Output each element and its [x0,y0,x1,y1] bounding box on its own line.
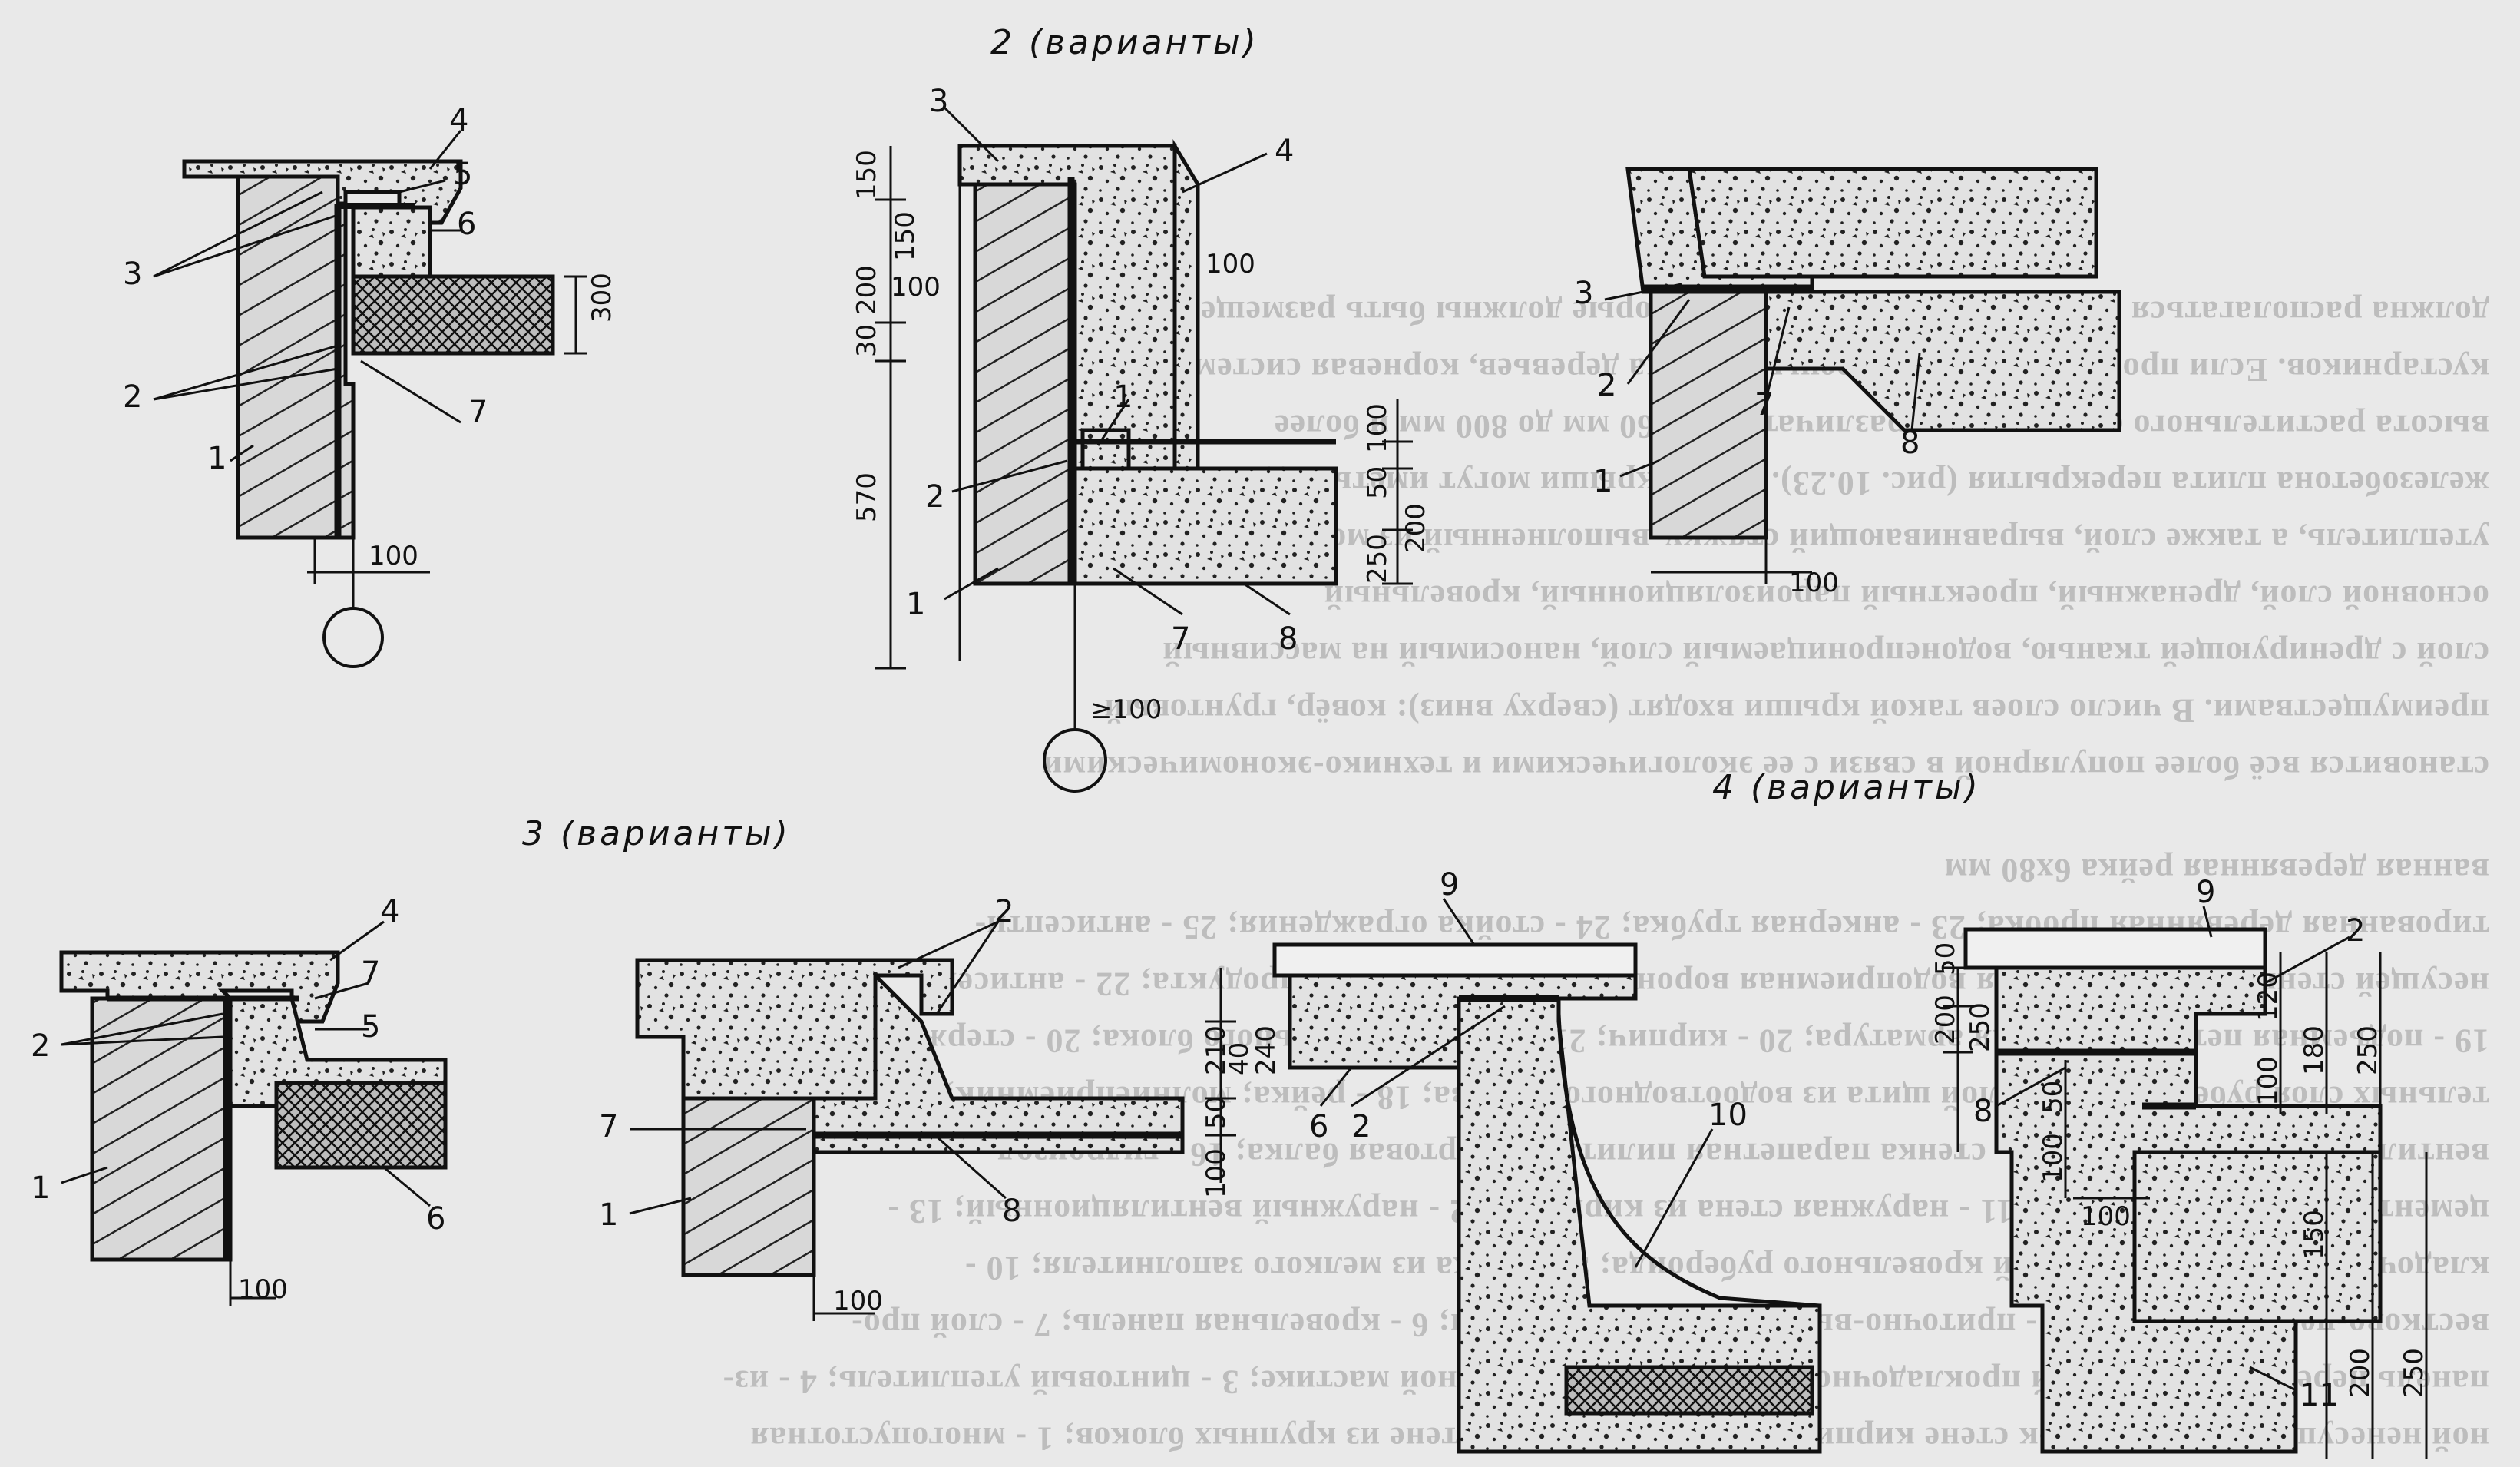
dimension-label: 40 [1224,1042,1255,1075]
detail-5-variant [629,920,1236,1321]
dimension-label: 250 [1362,534,1393,584]
dimension-label: 50 [2038,1081,2069,1114]
detail-3-labels: 3 2 7 1 8 [1574,276,1920,499]
dimension-label: 150 [852,150,882,200]
dimension-label: 200 [2345,1348,2376,1398]
callout-label: 8 [1900,426,1920,461]
detail-2-parapet-variant [875,106,1413,793]
callout-label: 6 [426,1201,445,1237]
detail-1-labels: 4 5 6 3 2 7 1 [123,103,488,476]
callout-label: 1 [31,1171,50,1206]
dimension-label: 100 [1789,568,1839,598]
callout-label: 9 [2196,875,2215,910]
callout-label: 2 [1351,1109,1371,1144]
dimension-label: ≥100 [1090,694,1162,725]
callout-label: 3 [123,257,142,292]
dimension-label: 250 [2399,1348,2429,1398]
dimension-label: 100 [1201,1148,1232,1198]
title-variant-4: 4 (варианты) [1712,768,1981,807]
callout-label: 4 [1275,134,1294,169]
callout-label: 10 [1708,1098,1748,1133]
callout-label: 5 [361,1009,380,1045]
detail-7-variant [1943,906,2428,1459]
detail-7-labels: 9 2 8 11 [1973,875,2365,1413]
dimension-label: 100 [2081,1201,2131,1232]
detail-5-labels: 2 7 1 8 [599,894,1021,1233]
dimension-label: 100 [833,1286,883,1316]
detail-2-labels: 3 4 100 1 1 2 7 8 [906,84,1298,657]
callout-label: 7 [599,1109,618,1144]
callout-label: 1 [599,1197,618,1233]
callout-label: 6 [457,207,476,242]
dimension-label: 100 [238,1274,288,1305]
detail-6-variant [1272,898,1822,1454]
dimension-label: 100 [2253,1056,2284,1106]
dimension-label: 100 [1362,403,1393,453]
dimension-label: 200 [1930,995,1961,1045]
dimension-label: 250 [2353,1025,2383,1075]
detail-4-labels: 4 7 5 2 1 6 [31,894,445,1237]
dimension-label: 100 [891,272,941,303]
dimension-label: 210 [1201,1025,1232,1075]
detail-1-parapet-joint [153,130,587,668]
callout-label: 8 [1973,1094,1993,1129]
dimension-label: 150 [2299,1210,2330,1260]
callout-label: 7 [468,395,488,430]
callout-label: 2 [925,479,944,515]
callout-label: 5 [453,157,472,192]
detail-6-labels: 9 6 2 10 [1309,867,1748,1144]
callout-label: 1 [1113,379,1133,415]
callout-label: 100 [1205,249,1255,280]
dimension-label: 100 [2038,1133,2069,1183]
dimension-label: 240 [1251,1025,1281,1075]
callout-label: 4 [449,103,468,138]
callout-label: 2 [1597,368,1616,403]
callout-label: 1 [1593,464,1612,499]
dimension-label: 120 [2253,972,2284,1022]
dimension-label: 150 [890,211,921,261]
callout-label: 8 [1278,621,1298,657]
dimension-label: 50 [1930,942,1961,975]
callout-label: 9 [1440,867,1459,902]
dimension-label: 200 [852,265,882,315]
callout-label: 6 [1309,1109,1328,1144]
callout-label: 11 [2300,1378,2339,1413]
callout-label: 7 [1171,621,1190,657]
dimension-label: 50 [1362,466,1393,499]
dimension-label: 100 [369,541,418,571]
callout-label: 2 [123,379,142,415]
callout-label: 3 [929,84,948,119]
dimension-label: 200 [1401,503,1431,553]
detail-3-parapet-variant [1604,167,2121,584]
callout-label: 2 [994,894,1014,929]
callout-label: 8 [1002,1194,1021,1229]
callout-label: 2 [2346,913,2365,949]
callout-label: 4 [380,894,399,929]
callout-label: 1 [906,587,925,622]
dimension-label: 570 [852,472,882,522]
callout-label: 3 [1574,276,1593,311]
detail-4-variant [59,920,448,1306]
callout-label: 2 [31,1028,50,1064]
title-variant-3: 3 (варианты) [522,814,791,853]
callout-label: 7 [1754,387,1774,422]
dimension-label: 300 [587,273,617,323]
dimension-label: 250 [1965,1002,1996,1052]
dimension-label: 50 [1201,1096,1232,1129]
callout-label: 1 [207,441,227,476]
title-variant-2: 2 (варианты) [990,23,1259,62]
dimension-label: 30 [852,324,882,357]
dimension-label: 180 [2299,1025,2330,1075]
callout-label: 7 [361,955,380,991]
